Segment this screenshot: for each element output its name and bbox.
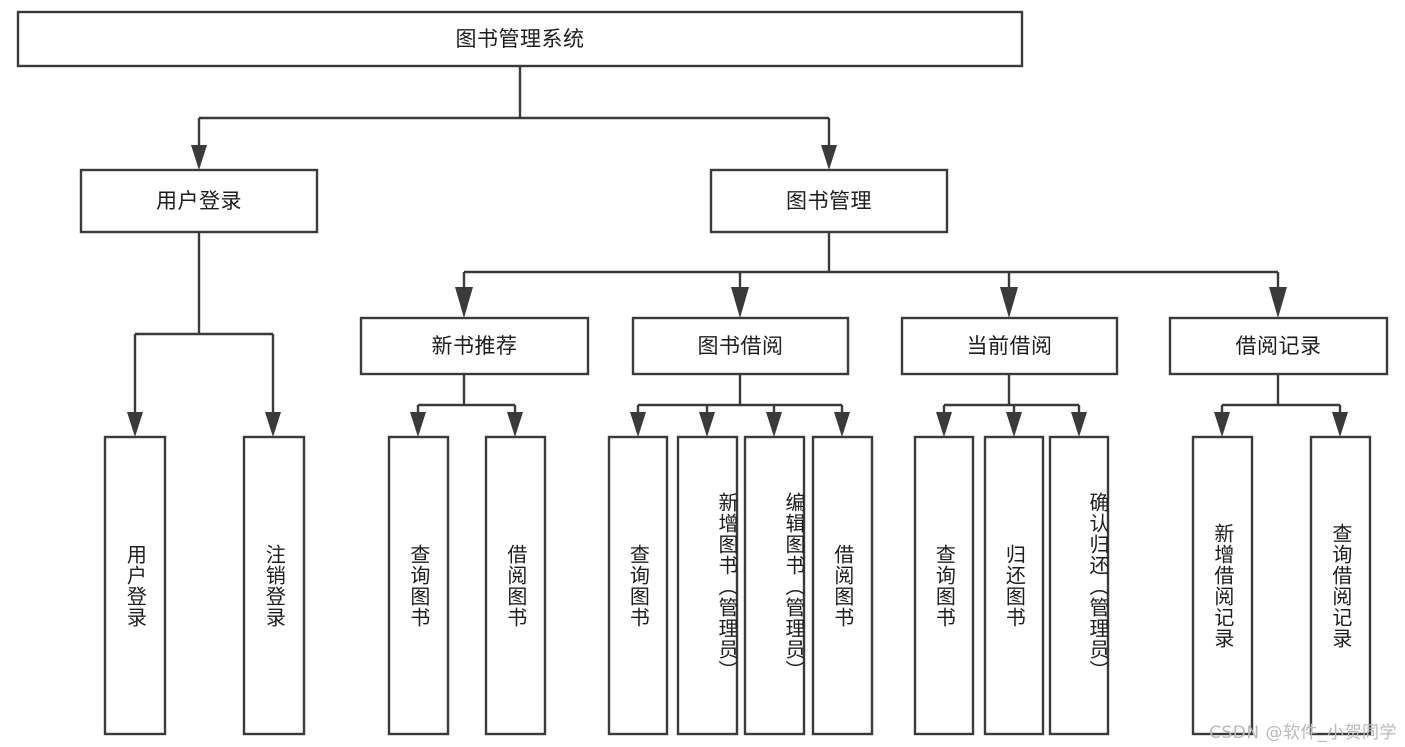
arrow-current-leaf-2 xyxy=(1006,412,1022,437)
node-box-leaf-2[interactable] xyxy=(387,435,450,736)
node-box-leaf-4[interactable] xyxy=(607,435,669,736)
node-box-leaf-12[interactable] xyxy=(1309,435,1372,736)
node-box-current-borrow[interactable] xyxy=(900,316,1119,376)
node-box-leaf-11[interactable] xyxy=(1191,435,1254,736)
node-box-leaf-3[interactable] xyxy=(484,435,547,736)
node-box-leaf-6[interactable] xyxy=(743,435,806,736)
arrow-borrow-leaf-3 xyxy=(766,412,782,437)
node-box-new-book-recommend[interactable] xyxy=(359,316,590,376)
node-box-book-management[interactable] xyxy=(709,168,949,234)
node-box-user-login[interactable] xyxy=(79,168,319,234)
arrow-to-leaf-user-login xyxy=(127,412,143,437)
node-box-leaf-5[interactable] xyxy=(676,435,739,736)
arrow-to-borrow-record xyxy=(1269,287,1287,318)
arrow-to-new-book-recommend xyxy=(455,287,473,318)
arrow-record-leaf-2 xyxy=(1332,412,1348,437)
connector-group xyxy=(127,66,1348,437)
arrow-recommend-leaf-1 xyxy=(410,412,426,437)
node-box-book-borrow[interactable] xyxy=(631,316,850,376)
arrow-current-leaf-1 xyxy=(936,412,952,437)
node-box-leaf-8[interactable] xyxy=(913,435,975,736)
arrow-record-leaf-1 xyxy=(1214,412,1230,437)
arrow-to-book-borrow xyxy=(731,287,749,318)
node-box-leaf-9[interactable] xyxy=(983,435,1045,736)
arrow-to-current-borrow xyxy=(1000,287,1018,318)
node-rect-group xyxy=(16,10,1389,736)
arrow-root-to-user-login xyxy=(191,145,207,170)
node-box-leaf-0[interactable] xyxy=(103,435,167,736)
arrow-recommend-leaf-2 xyxy=(507,412,523,437)
node-box-leaf-1[interactable] xyxy=(242,435,306,736)
arrow-to-leaf-logout xyxy=(265,412,281,437)
node-box-leaf-7[interactable] xyxy=(811,435,874,736)
node-box-root[interactable] xyxy=(16,10,1024,68)
arrow-borrow-leaf-1 xyxy=(630,412,646,437)
arrow-borrow-leaf-4 xyxy=(834,412,850,437)
arrow-root-to-book-mgmt xyxy=(821,145,837,170)
arrow-borrow-leaf-2 xyxy=(699,412,715,437)
node-box-leaf-10[interactable] xyxy=(1048,435,1110,736)
node-box-borrow-record[interactable] xyxy=(1168,316,1389,376)
arrow-current-leaf-3 xyxy=(1071,412,1087,437)
